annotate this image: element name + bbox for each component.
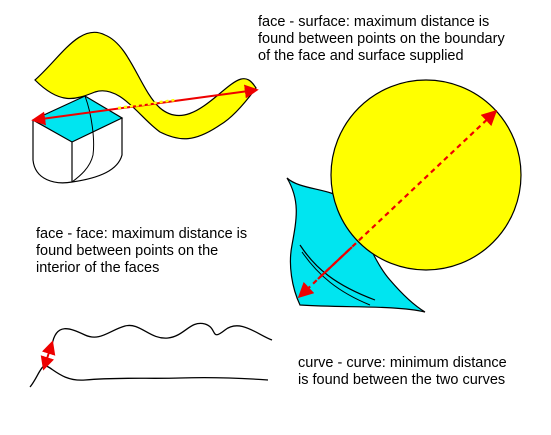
- yellow-sphere: [330, 79, 522, 271]
- caption-face-surface-line-2: found between points on the boundary: [258, 31, 505, 47]
- face-face-example: [286, 79, 522, 313]
- caption-face-face: face - face: maximum distance is found b…: [36, 226, 247, 277]
- caption-face-surface-line-1: face - surface: maximum distance is: [258, 14, 490, 30]
- face-surface-example: [31, 31, 259, 184]
- caption-face-surface: face - surface: maximum distance is foun…: [258, 14, 505, 65]
- block-body: [32, 118, 123, 184]
- upper-curve: [51, 322, 273, 346]
- max-distance-arrow-solid: [317, 246, 353, 280]
- curve-curve-example: [29, 322, 273, 388]
- caption-face-face-line-3: interior of the faces: [36, 260, 160, 276]
- caption-face-face-line-2: found between points on the: [36, 243, 219, 259]
- caption-curve-curve-line-1: curve - curve: minimum distance: [298, 355, 507, 371]
- max-distance-arrow-face-surface: [31, 84, 259, 126]
- min-distance-arrow-curve-curve: [40, 340, 56, 371]
- caption-face-face-line-1: face - face: maximum distance is: [36, 226, 248, 242]
- caption-curve-curve-line-2: is found between the two curves: [298, 372, 506, 388]
- caption-curve-curve: curve - curve: minimum distance is found…: [298, 355, 507, 389]
- caption-face-surface-line-3: of the face and surface supplied: [258, 48, 464, 64]
- lower-curve: [29, 365, 269, 388]
